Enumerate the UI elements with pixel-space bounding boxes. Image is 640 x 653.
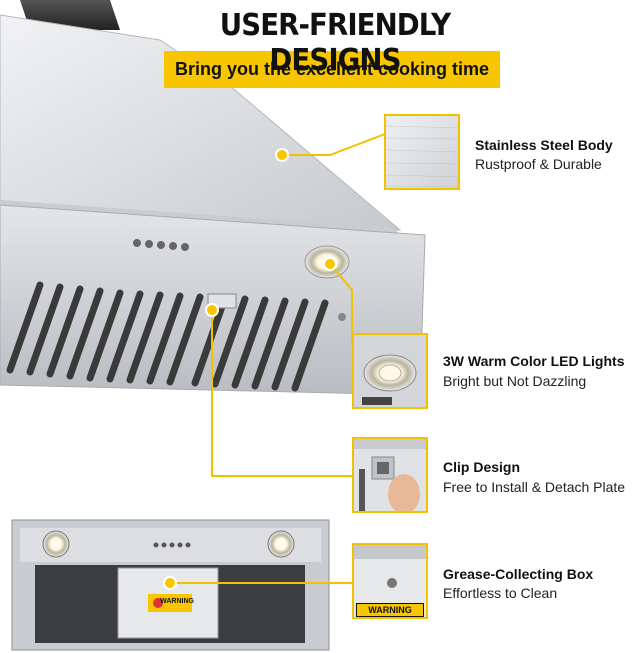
feature-subtitle-clip: Free to Install & Detach Plate: [443, 479, 626, 495]
feature-title-clip: Clip Design: [443, 459, 521, 475]
warning-label: WARNING: [356, 603, 424, 617]
page-title: USER-FRIENDLY DESIGNS: [219, 8, 451, 78]
brushed-steel-texture: [386, 125, 458, 188]
baffle-filters: [6, 281, 329, 392]
callout-dots: [163, 148, 337, 590]
clip-closeup: [354, 439, 426, 511]
screw: [338, 313, 346, 321]
led-light-closeup: [362, 354, 417, 405]
hood-body: [0, 14, 402, 231]
feature-title-stainless: Stainless Steel Body: [475, 137, 613, 153]
subtitle-banner: [164, 51, 500, 88]
callout-lines: [170, 133, 386, 584]
hood-warning-label: WARNING: [160, 598, 194, 605]
control-buttons: [133, 239, 189, 251]
feature-subtitle-grease: Effortless to Clean: [443, 585, 558, 601]
feature-subtitle-stainless: Rustproof & Durable: [475, 156, 602, 172]
stainless-steel-thumbnail: [384, 114, 460, 190]
clip-design-thumbnail: [352, 437, 428, 513]
led-light-thumbnail: [352, 333, 428, 409]
feature-subtitle-led: Bright but Not Dazzling: [443, 373, 587, 389]
grease-box-thumbnail: WARNING: [352, 543, 428, 619]
feature-title-led: 3W Warm Color LED Lights: [443, 353, 625, 369]
subtitle: Bring you the excellent cooking time: [174, 59, 490, 79]
grease-box-closeup: [354, 545, 426, 588]
feature-title-grease: Grease-Collecting Box: [443, 566, 594, 582]
